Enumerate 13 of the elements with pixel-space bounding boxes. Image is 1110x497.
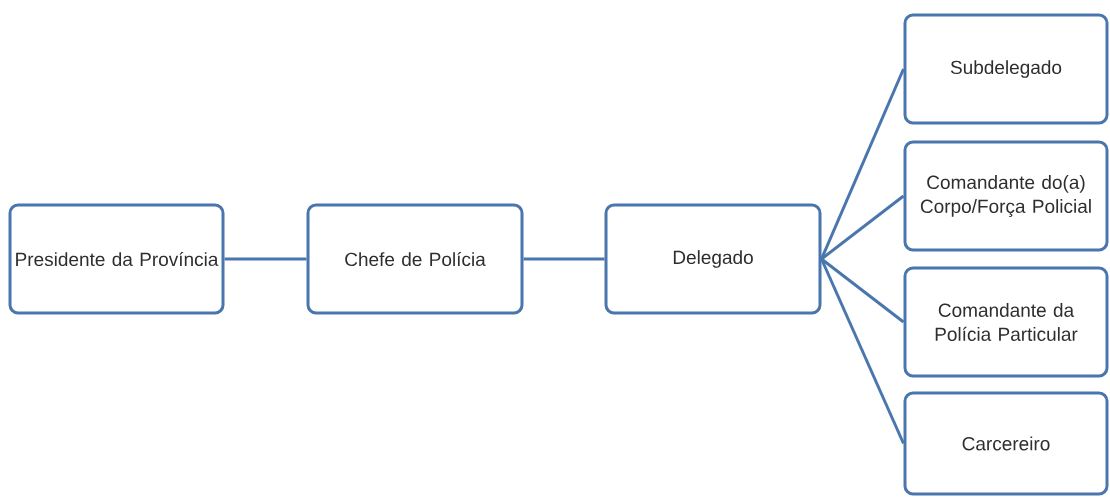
box: Carcereiro [903, 391, 1109, 496]
box: Comandante da Polícia Particular [903, 266, 1109, 378]
connector-line [820, 68, 905, 260]
box: Delegado [604, 203, 822, 315]
box: Chefe de Polícia [306, 203, 524, 315]
connector-line [820, 258, 905, 445]
connector-line [820, 194, 905, 261]
box: Subdelegado [903, 13, 1109, 125]
connector-line [224, 257, 307, 261]
box: Comandante do(a) Corpo/Força Policial [903, 140, 1109, 252]
box: Presidente da Província [8, 203, 225, 315]
connector-line [523, 257, 605, 261]
connector-line [820, 257, 905, 324]
